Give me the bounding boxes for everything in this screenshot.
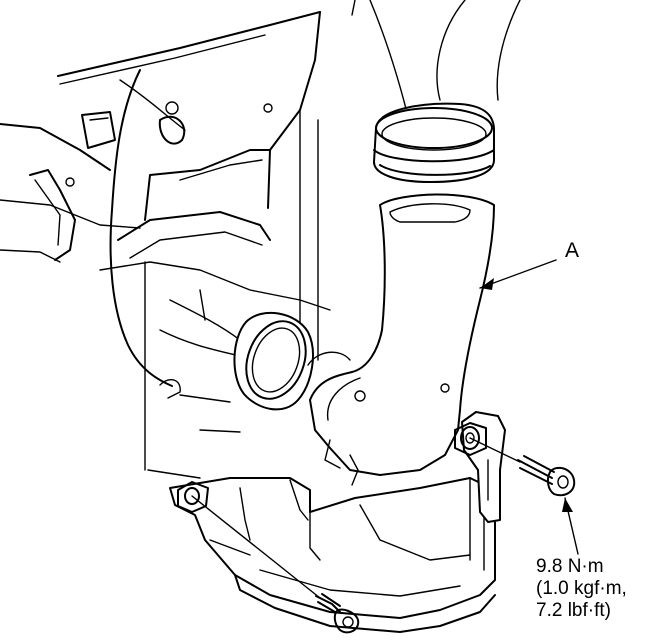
intake-ring [233,312,351,411]
bolt-left [177,481,360,634]
torque-line-2: (1.0 kgf·m, [536,578,627,599]
bolt-right [469,437,576,497]
air-intake-duct-a [309,193,495,486]
air-duct-lower-body [169,477,496,633]
torque-specification: 9.8 N·m (1.0 kgf·m, 7.2 lbf·ft) [536,556,627,622]
leader-lines [479,259,579,555]
torque-line-1: 9.8 N·m [536,556,604,577]
callout-label-a: A [565,239,580,262]
intake-boot-upper [373,102,495,183]
torque-line-3: 7.2 lbf·ft) [536,600,611,621]
engine-bay-background [0,0,521,479]
